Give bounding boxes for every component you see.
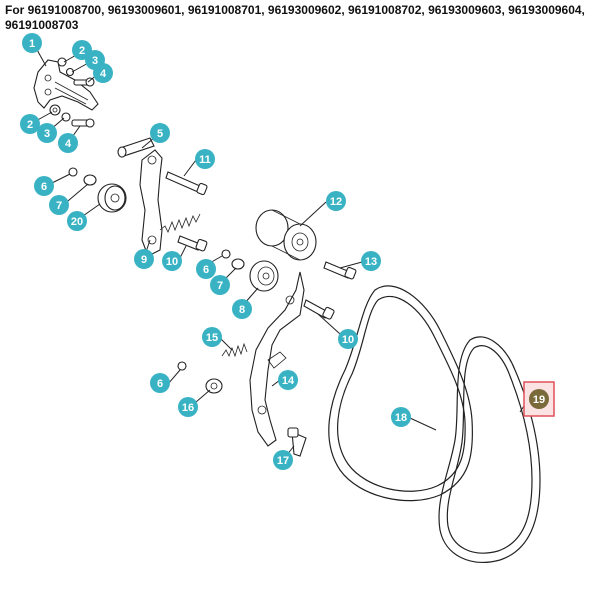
svg-text:6: 6 xyxy=(157,378,163,390)
svg-text:2: 2 xyxy=(27,119,33,131)
belt-19 xyxy=(438,336,541,563)
callout-4-lower[interactable]: 4 xyxy=(58,133,78,153)
svg-text:3: 3 xyxy=(92,55,98,67)
callout-13[interactable]: 13 xyxy=(361,251,381,271)
callout-6-middle[interactable]: 6 xyxy=(196,259,216,279)
callout-7-middle[interactable]: 7 xyxy=(210,275,230,295)
callout-14[interactable]: 14 xyxy=(278,370,298,390)
page-title: For 96191008700, 96193009601, 9619100870… xyxy=(5,3,585,32)
bolt-part-10a xyxy=(177,235,208,252)
svg-text:17: 17 xyxy=(277,455,289,467)
svg-text:3: 3 xyxy=(44,128,50,140)
callout-20[interactable]: 20 xyxy=(67,211,87,231)
svg-text:6: 6 xyxy=(203,264,209,276)
callout-12[interactable]: 12 xyxy=(326,191,346,211)
spring-part-15 xyxy=(221,342,248,358)
callout-1[interactable]: 1 xyxy=(22,33,42,53)
callout-18[interactable]: 18 xyxy=(391,407,411,427)
idler-plate-part xyxy=(249,271,305,447)
callout-19[interactable]: 19 xyxy=(529,389,549,409)
svg-text:8: 8 xyxy=(239,304,245,316)
leader-lines xyxy=(33,47,529,457)
bolt-part-13 xyxy=(323,261,357,280)
nut-washer-pulley-middle xyxy=(221,249,279,292)
bolt-part-10b xyxy=(303,299,335,320)
nut-bushing-lower xyxy=(177,361,223,394)
svg-text:7: 7 xyxy=(56,200,62,212)
callout-6-left[interactable]: 6 xyxy=(34,176,54,196)
svg-text:12: 12 xyxy=(330,196,342,208)
svg-text:2: 2 xyxy=(79,45,85,57)
small-fasteners-lower xyxy=(49,104,95,128)
callout-16[interactable]: 16 xyxy=(178,397,198,417)
callout-4-upper[interactable]: 4 xyxy=(93,63,113,83)
svg-text:4: 4 xyxy=(100,68,107,80)
svg-text:1: 1 xyxy=(29,38,35,50)
svg-text:4: 4 xyxy=(65,138,72,150)
small-fasteners-upper xyxy=(57,57,95,87)
callout-5[interactable]: 5 xyxy=(150,123,170,143)
svg-text:5: 5 xyxy=(157,128,163,140)
spring-part xyxy=(159,213,201,233)
svg-text:15: 15 xyxy=(206,332,218,344)
callout-3-lower[interactable]: 3 xyxy=(37,123,57,143)
svg-text:7: 7 xyxy=(217,280,223,292)
shaft-part xyxy=(117,137,155,158)
svg-text:10: 10 xyxy=(342,334,354,346)
belt-18 xyxy=(328,285,473,502)
svg-text:11: 11 xyxy=(199,154,211,166)
double-pulley-part xyxy=(255,209,317,261)
callout-6-lower[interactable]: 6 xyxy=(150,373,170,393)
idler-arm-part xyxy=(139,149,163,257)
svg-text:13: 13 xyxy=(365,256,377,268)
svg-text:14: 14 xyxy=(282,375,295,387)
bolt-part-11 xyxy=(165,171,208,196)
callout-9[interactable]: 9 xyxy=(134,249,154,269)
callout-10-left[interactable]: 10 xyxy=(162,251,182,271)
callout-10-right[interactable]: 10 xyxy=(338,329,358,349)
callout-11[interactable]: 11 xyxy=(195,149,215,169)
svg-text:9: 9 xyxy=(141,254,147,266)
callout-8[interactable]: 8 xyxy=(232,299,252,319)
svg-text:10: 10 xyxy=(166,256,178,268)
svg-text:20: 20 xyxy=(71,216,83,228)
svg-text:16: 16 xyxy=(182,402,194,414)
nut-washer-pulley-left xyxy=(68,167,127,213)
callout-15[interactable]: 15 xyxy=(202,327,222,347)
callout-7-left[interactable]: 7 xyxy=(49,195,69,215)
bracket-part xyxy=(33,59,99,111)
svg-text:19: 19 xyxy=(533,394,545,406)
callout-17[interactable]: 17 xyxy=(273,450,293,470)
svg-text:6: 6 xyxy=(41,181,47,193)
svg-text:18: 18 xyxy=(395,412,407,424)
bolt-part-17 xyxy=(287,427,307,457)
callout-2-lower[interactable]: 2 xyxy=(20,114,40,134)
